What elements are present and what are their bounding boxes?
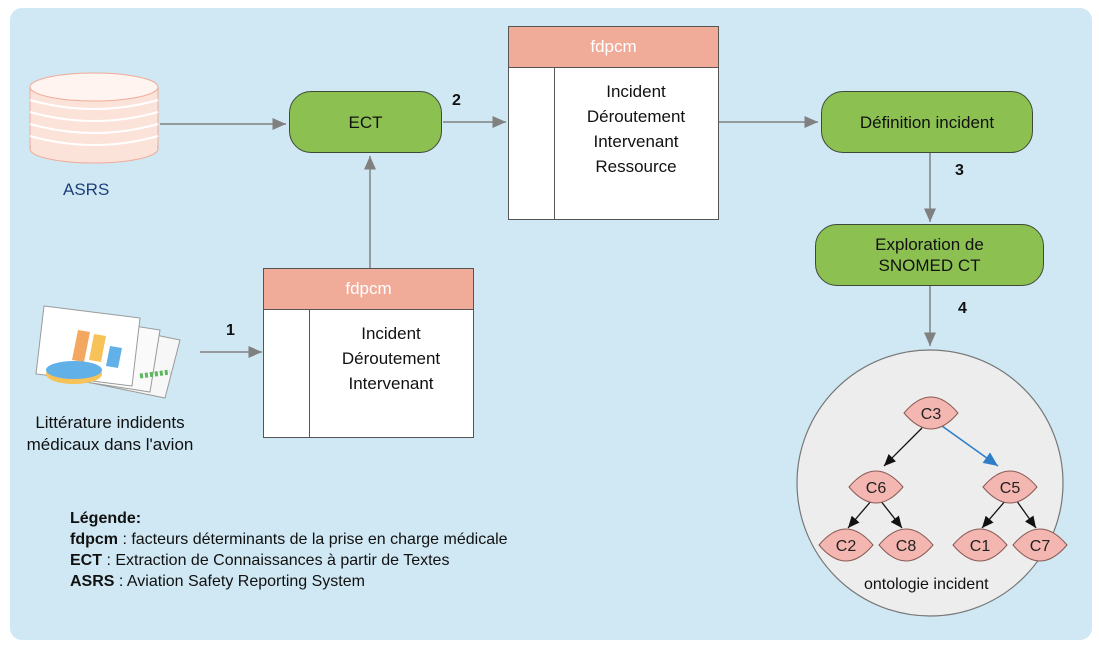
ect-node: ECT <box>289 91 442 153</box>
concept-node-c6: C6 <box>848 470 904 504</box>
concept-label: C2 <box>836 538 857 555</box>
legend-key: ECT <box>70 552 102 569</box>
concept-label: C5 <box>1000 480 1021 497</box>
fdpcm-table-bottom-header: fdpcm <box>264 269 473 310</box>
table-row: Déroutement <box>586 107 686 126</box>
fdpcm-table-top-header: fdpcm <box>509 27 718 68</box>
fdpcm-table-bottom-body: Incident Déroutement Intervenant <box>309 321 473 396</box>
table-row: Intervenant <box>348 374 434 393</box>
concept-node-c5: C5 <box>982 470 1038 504</box>
edge-c5-c7 <box>1015 499 1037 529</box>
ontology-label: ontologie incident <box>864 576 989 593</box>
edge-c6-c8 <box>879 499 903 529</box>
step-1-label: 1 <box>226 322 235 339</box>
ect-node-label: ECT <box>348 112 383 132</box>
exploration-node-label: Exploration de SNOMED CT <box>875 235 984 275</box>
database-icon <box>29 72 159 164</box>
step-3-label: 3 <box>955 162 964 179</box>
concept-label: C3 <box>921 406 942 423</box>
definition-node-label: Définition incident <box>859 112 995 132</box>
legend: Légende: fdpcm : facteurs déterminants d… <box>70 508 508 592</box>
concept-label: C8 <box>896 538 917 555</box>
legend-key: ASRS <box>70 573 115 590</box>
exploration-node: Exploration de SNOMED CT <box>815 224 1044 286</box>
step-2-label: 2 <box>452 92 461 109</box>
table-row: Incident <box>606 82 666 101</box>
fdpcm-table-top: fdpcm Incident Déroutement Intervenant R… <box>508 26 719 220</box>
legend-key: fdpcm <box>70 531 118 548</box>
edge-c5-c1 <box>981 499 1007 529</box>
legend-entry: fdpcm : facteurs déterminants de la pris… <box>70 529 508 550</box>
concept-node-c2: C2 <box>818 528 874 562</box>
concept-node-c8: C8 <box>878 528 934 562</box>
concept-node-c7: C7 <box>1012 528 1068 562</box>
edge-c3-c6 <box>883 427 923 467</box>
legend-text: : Extraction de Connaissances à partir d… <box>102 552 450 569</box>
asrs-label: ASRS <box>63 180 110 199</box>
definition-node: Définition incident <box>821 91 1033 153</box>
concept-node-c3: C3 <box>903 396 959 430</box>
legend-entry: ASRS : Aviation Safety Reporting System <box>70 571 508 592</box>
table-row: Incident <box>361 324 421 343</box>
legend-entry: ECT : Extraction de Connaissances à part… <box>70 550 508 571</box>
table-row: Déroutement <box>341 349 441 368</box>
edge-c3-c5 <box>941 425 999 467</box>
literature-label: Littérature indidents médicaux dans l'av… <box>26 413 194 454</box>
concept-node-c1: C1 <box>952 528 1008 562</box>
table-row: Ressource <box>595 157 677 176</box>
fdpcm-table-bottom-side <box>264 309 310 437</box>
edge-c6-c2 <box>847 499 873 529</box>
step-4-label: 4 <box>958 300 967 317</box>
table-row: Intervenant <box>593 132 679 151</box>
legend-text: : facteurs déterminants de la prise en c… <box>118 531 508 548</box>
fdpcm-table-top-side <box>509 67 555 219</box>
fdpcm-table-bottom: fdpcm Incident Déroutement Intervenant <box>263 268 474 438</box>
fdpcm-table-top-body: Incident Déroutement Intervenant Ressour… <box>554 79 718 179</box>
concept-label: C1 <box>970 538 991 555</box>
concept-label: C7 <box>1030 538 1051 555</box>
documents-chart-icon <box>35 305 181 399</box>
concept-label: C6 <box>866 480 887 497</box>
legend-title: Légende: <box>70 510 142 527</box>
legend-text: : Aviation Safety Reporting System <box>114 573 365 590</box>
